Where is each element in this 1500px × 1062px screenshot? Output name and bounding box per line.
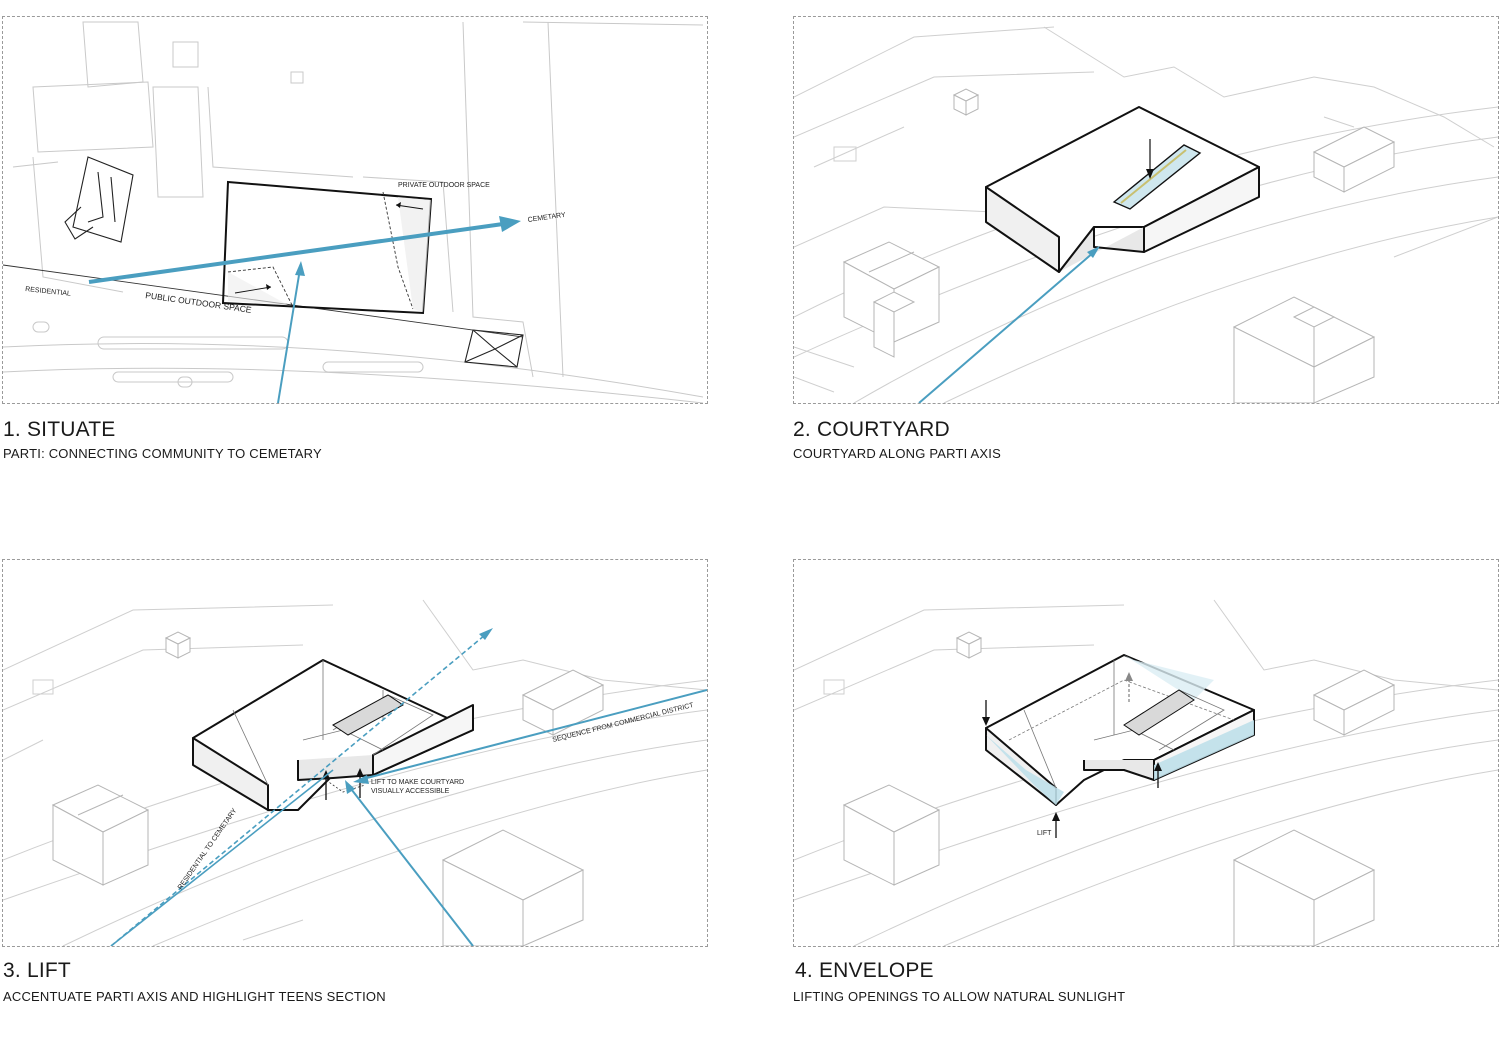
label-private-outdoor: PRIVATE OUTDOOR SPACE xyxy=(398,182,490,189)
step-4-subtitle: LIFTING OPENINGS TO ALLOW NATURAL SUNLIG… xyxy=(793,989,1126,1004)
panel-situate: PRIVATE OUTDOOR SPACE CEMETARY RESIDENTI… xyxy=(2,16,708,404)
courtyard-axonometric xyxy=(794,26,1498,403)
step-1-title: 1. SITUATE xyxy=(3,418,116,441)
entry-arrow xyxy=(277,268,301,403)
step-2-subtitle: COURTYARD ALONG PARTI AXIS xyxy=(793,446,1001,461)
step-1-subtitle: PARTI: CONNECTING COMMUNITY TO CEMETARY xyxy=(3,446,322,461)
step-3-title: 3. LIFT xyxy=(3,959,71,982)
label-lift: LIFT xyxy=(1037,830,1052,837)
step-4-title: 4. ENVELOPE xyxy=(795,959,934,982)
step-3-subtitle: ACCENTUATE PARTI AXIS AND HIGHLIGHT TEEN… xyxy=(3,989,386,1004)
label-residential-to-cemetary: RESIDENTIAL TO CEMETARY xyxy=(177,807,239,891)
envelope-axonometric: LIFT xyxy=(794,599,1498,946)
panel-lift: SEQUENCE FROM COMMERCIAL DISTRICT LIFT T… xyxy=(2,559,708,947)
lift-axonometric: SEQUENCE FROM COMMERCIAL DISTRICT LIFT T… xyxy=(3,599,707,946)
parti-axis-arrow-2 xyxy=(918,251,1095,403)
situate-site-plan: PRIVATE OUTDOOR SPACE CEMETARY RESIDENTI… xyxy=(3,21,704,403)
label-residential: RESIDENTIAL xyxy=(25,286,71,298)
label-lift-note-1: LIFT TO MAKE COURTYARD xyxy=(371,779,464,786)
label-cemetary: CEMETARY xyxy=(527,212,566,224)
panel-envelope: LIFT xyxy=(793,559,1499,947)
label-lift-note-2: VISUALLY ACCESSIBLE xyxy=(371,788,450,795)
step-2-title: 2. COURTYARD xyxy=(793,418,950,441)
parti-axis-arrow xyxy=(88,222,504,284)
panel-courtyard xyxy=(793,16,1499,404)
